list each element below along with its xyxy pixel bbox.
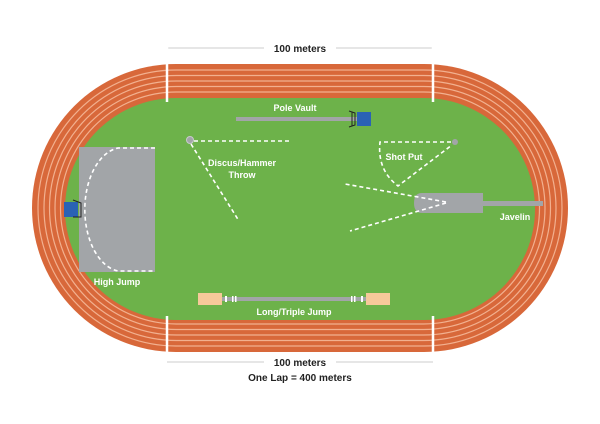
- sand-pit-left: [198, 293, 222, 305]
- discus-hammer: Discus/Hammer Throw: [186, 136, 292, 222]
- pole-vault-label: Pole Vault: [273, 103, 316, 113]
- sand-pit-right: [366, 293, 390, 305]
- bottom-dimension: 100 meters One Lap = 400 meters: [167, 358, 433, 384]
- shot-put: Shot Put: [378, 139, 458, 188]
- top-dimension-label: 100 meters: [274, 44, 327, 55]
- pole-vault: Pole Vault: [236, 103, 371, 128]
- javelin-label: Javelin: [500, 212, 531, 222]
- top-dimension: 100 meters: [167, 44, 433, 55]
- high-jump-label: High Jump: [94, 277, 141, 287]
- bottom-dimension-label: 100 meters: [274, 358, 327, 369]
- high-jump-box: [64, 202, 78, 217]
- shot-put-label: Shot Put: [386, 152, 423, 162]
- long-triple-jump: Long/Triple Jump: [198, 293, 390, 317]
- pole-vault-box: [357, 112, 371, 126]
- lane-lines: [37, 69, 563, 347]
- long-jump-label: Long/Triple Jump: [256, 307, 332, 317]
- lap-label: One Lap = 400 meters: [248, 373, 352, 384]
- discus-label-line2: Throw: [229, 170, 257, 180]
- discus-label-line1: Discus/Hammer: [208, 158, 277, 168]
- javelin: Javelin: [344, 183, 543, 232]
- infield: [65, 98, 535, 320]
- high-jump: High Jump: [64, 147, 155, 287]
- straight-markers: [165, 42, 435, 356]
